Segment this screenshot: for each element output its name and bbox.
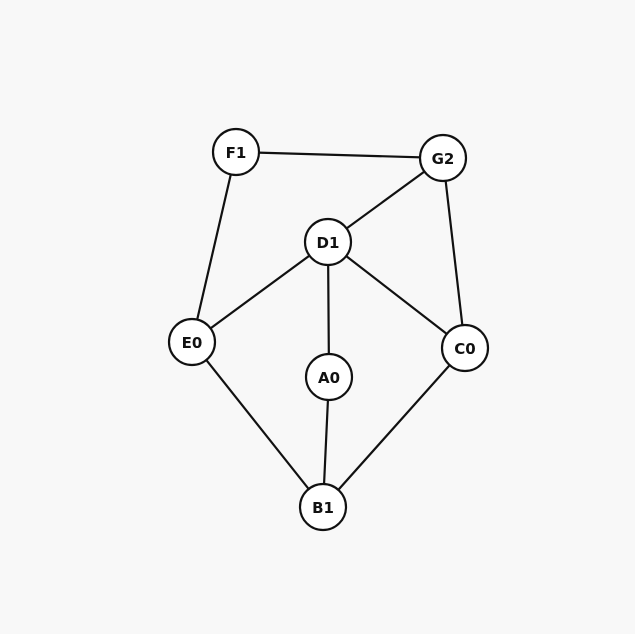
edge-f1-e0 <box>190 150 238 344</box>
edge-c0-b1 <box>321 346 467 509</box>
node-circle <box>418 133 468 183</box>
node-circle <box>303 217 353 267</box>
node-label: B1 <box>312 499 334 517</box>
node-d1: D1 <box>303 217 353 267</box>
node-c0: C0 <box>440 323 490 373</box>
node-a0: A0 <box>304 352 354 402</box>
edge-e0-b1 <box>190 340 325 509</box>
edge-f1-g2 <box>234 150 445 160</box>
node-b1: B1 <box>298 482 348 532</box>
node-e0: E0 <box>167 317 217 367</box>
node-f1: F1 <box>211 127 261 177</box>
node-label: E0 <box>182 334 203 352</box>
node-circle <box>298 482 348 532</box>
node-circle <box>211 127 261 177</box>
node-circle <box>440 323 490 373</box>
edge-d1-e0 <box>190 240 330 344</box>
node-label: D1 <box>317 234 340 252</box>
edge-g2-c0 <box>441 156 467 350</box>
node-label: A0 <box>318 369 340 387</box>
node-label: C0 <box>454 340 475 358</box>
edges-layer <box>190 150 467 509</box>
edge-d1-c0 <box>326 240 467 350</box>
node-circle <box>167 317 217 367</box>
node-circle <box>304 352 354 402</box>
node-label: G2 <box>432 150 455 168</box>
node-g2: G2 <box>418 133 468 183</box>
node-label: F1 <box>226 144 247 162</box>
